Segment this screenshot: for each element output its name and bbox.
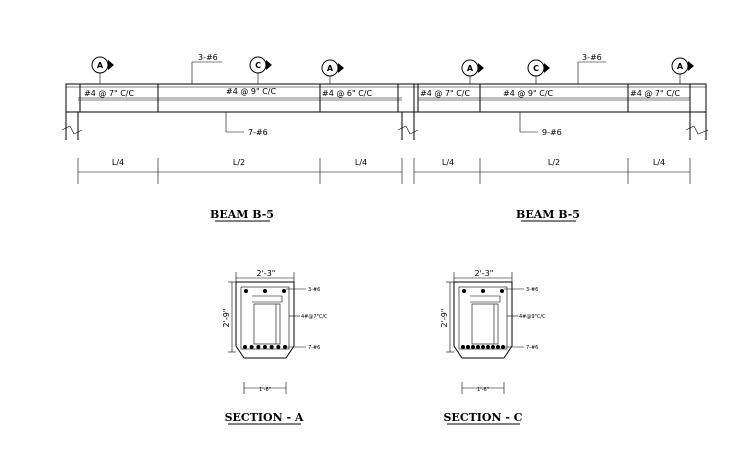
section-inner-box <box>471 303 499 345</box>
support-left <box>61 112 83 140</box>
span-label: L/4 <box>355 158 367 167</box>
span-dimension: L/4 L/2 L/4 <box>413 158 691 184</box>
beam-outline <box>413 83 707 113</box>
web-width-label: 1'-6" <box>259 387 271 393</box>
top-bars-label: 3-#6 <box>198 53 218 62</box>
section-mark-a: A <box>91 56 114 84</box>
bottom-bars-leader <box>225 112 244 133</box>
cross-section-a: 2'-3" 2'-9" 3-#6 4#@7"C/C 7-#6 1'-6" SEC… <box>222 269 328 425</box>
cross-section-c: 2'-3" 2'-9" 3-#6 4#@9"C/C 7-#6 1'-6" SEC… <box>440 269 546 425</box>
bottom-bars-leader <box>519 112 538 133</box>
span-dimension: L/4 L/2 L/4 <box>77 158 403 184</box>
stirrup-label-right: #4 @ 6" C/C <box>322 89 372 98</box>
svg-text:C: C <box>255 61 261 70</box>
bottom-bar <box>466 345 470 349</box>
top-bars-leader <box>191 61 222 84</box>
svg-text:A: A <box>97 61 104 70</box>
section-width-label: 2'-3" <box>257 269 276 278</box>
svg-text:A: A <box>327 64 334 73</box>
svg-text:A: A <box>467 64 474 73</box>
svg-text:A: A <box>677 62 684 71</box>
web-width-label: 1'-6" <box>477 387 489 393</box>
section-width-label: 2'-3" <box>475 269 494 278</box>
bottom-bars-label: 7-#6 <box>526 345 538 351</box>
section-top-bars <box>462 289 504 293</box>
section-mark-a: A <box>321 59 344 84</box>
section-title: SECTION - A <box>225 411 304 424</box>
bottom-bar <box>501 345 505 349</box>
bottom-bar <box>481 345 485 349</box>
span-label: L/4 <box>112 158 124 167</box>
bottom-bar <box>276 345 281 349</box>
section-inner-stirrup <box>470 295 501 303</box>
beam-elevation-1: #4 @ 7" C/C #4 @ 9" C/C #4 @ 6" C/C 3-#6… <box>61 53 419 222</box>
section-outline <box>453 281 513 359</box>
stirrup-label: 4#@9"C/C <box>519 314 546 320</box>
top-bars-leader <box>577 61 606 84</box>
support-right <box>397 112 419 140</box>
support-right <box>685 112 709 140</box>
span-label: L/4 <box>653 158 665 167</box>
stirrup-label-left: #4 @ 7" C/C <box>84 89 134 98</box>
section-mark-c: C <box>249 56 272 84</box>
span-label: L/4 <box>442 158 454 167</box>
svg-text:C: C <box>533 64 539 73</box>
stirrup-label-mid: #4 @ 9" C/C <box>226 87 276 96</box>
section-inner-box <box>253 303 281 345</box>
bottom-bar <box>471 345 475 349</box>
section-title: SECTION - C <box>443 411 522 424</box>
bottom-bar <box>249 345 254 349</box>
section-top-bars <box>244 289 286 293</box>
stirrup-label: 4#@7"C/C <box>301 314 328 320</box>
span-label: L/2 <box>548 158 560 167</box>
section-depth-label: 2'-9" <box>222 309 231 328</box>
section-bottom-bars <box>243 345 287 349</box>
beam-title: BEAM B-5 <box>210 208 274 221</box>
span-label: L/2 <box>233 158 245 167</box>
bottom-bar <box>269 345 274 349</box>
top-bars-label: 3-#6 <box>526 287 538 293</box>
bottom-bar <box>461 345 465 349</box>
beam-elevation-2: #4 @ 7" C/C #4 @ 9" C/C #4 @ 7" C/C 3-#6… <box>413 53 709 222</box>
bottom-bars-label: 7-#6 <box>308 345 320 351</box>
bottom-bar <box>256 345 261 349</box>
bottom-bar <box>476 345 480 349</box>
bottom-bar <box>486 345 490 349</box>
top-bars-label: 3-#6 <box>582 53 602 62</box>
section-mark-a: A <box>461 59 484 84</box>
top-bars-label: 3-#6 <box>308 287 320 293</box>
section-outline <box>235 281 295 359</box>
bottom-bar <box>283 345 287 349</box>
section-mark-c: C <box>527 59 550 84</box>
section-bottom-bars <box>461 345 505 349</box>
section-mark-a: A <box>671 57 694 84</box>
section-depth-label: 2'-9" <box>440 309 449 328</box>
bottom-bar <box>491 345 495 349</box>
bottom-bar <box>496 345 500 349</box>
stirrup-label-right: #4 @ 7" C/C <box>630 89 680 98</box>
stirrup-label-left: #4 @ 7" C/C <box>420 89 470 98</box>
bottom-bar <box>243 345 247 349</box>
bottom-bar <box>263 345 267 349</box>
bottom-bars-label: 9-#6 <box>542 128 562 137</box>
section-inner-stirrup <box>252 295 283 303</box>
beam-title: BEAM B-5 <box>516 208 580 221</box>
stirrup-label-mid: #4 @ 9" C/C <box>503 89 553 98</box>
bottom-bars-label: 7-#6 <box>248 128 268 137</box>
